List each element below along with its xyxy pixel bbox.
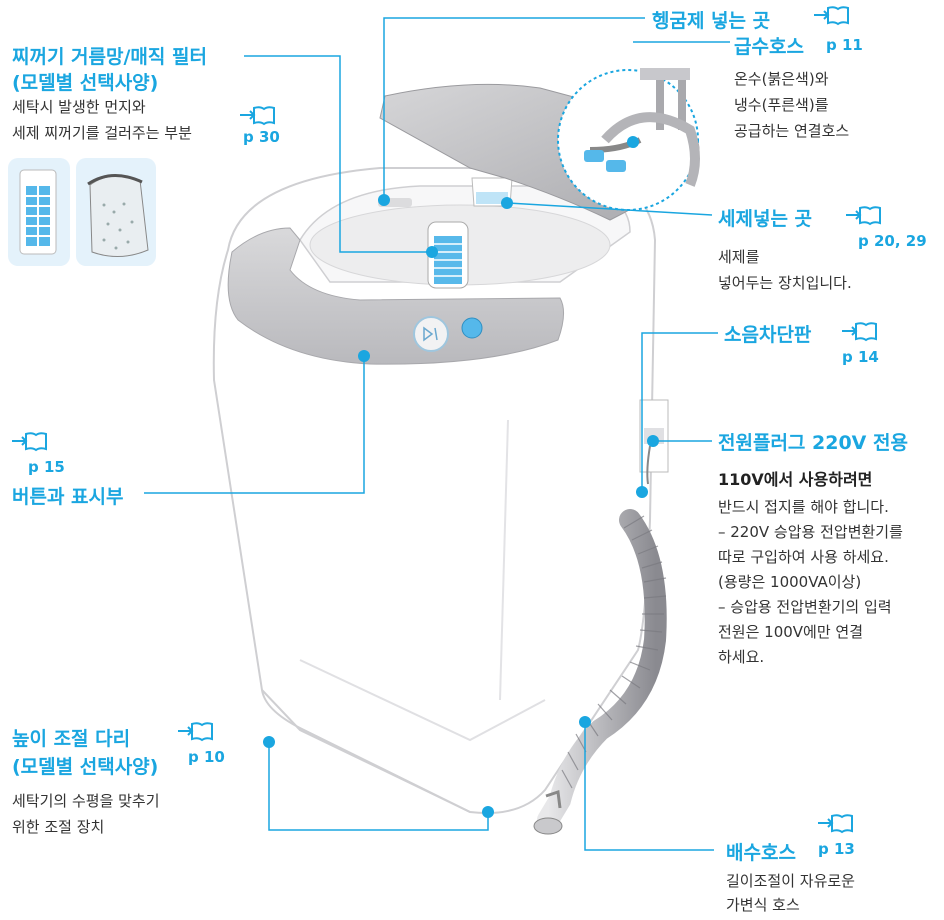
plug-subtitle: 110V에서 사용하려면 xyxy=(718,470,873,489)
plug-note-line: (용량은 1000VA이상) xyxy=(718,573,862,591)
plug-note-line: 하세요. xyxy=(718,648,765,666)
water-hose-title: 급수호스 xyxy=(734,36,804,58)
start-pause-button[interactable] xyxy=(413,316,449,352)
detergent-page-ref[interactable]: p 20, 29 xyxy=(858,232,927,250)
book-reference-icon xyxy=(12,6,881,834)
water-hose-desc-2: 냉수(푸른색)를 xyxy=(734,96,829,114)
noise-plate-title: 소음차단판 xyxy=(724,324,812,346)
legs-desc-2: 위한 조절 장치 xyxy=(12,818,105,836)
plug-note-line: – 승압용 전압변환기의 입력 xyxy=(718,598,892,616)
legs-desc-1: 세탁기의 수평을 맞추기 xyxy=(12,792,160,810)
noise-plate-page-ref[interactable]: p 14 xyxy=(842,348,879,366)
water-hose-desc-3: 공급하는 연결호스 xyxy=(734,122,850,140)
detergent-desc-2: 넣어두는 장치입니다. xyxy=(718,274,852,292)
filter-page-ref[interactable]: p 30 xyxy=(243,128,280,146)
filter-desc-2: 세제 찌꺼기를 걸러주는 부분 xyxy=(12,124,192,142)
tub-opening xyxy=(299,177,631,289)
rinse-aid-title: 헹굼제 넣는 곳 xyxy=(652,10,771,32)
drain-hose-page-ref[interactable]: p 13 xyxy=(818,840,855,858)
buttons-title: 버튼과 표시부 xyxy=(12,486,124,508)
plug-title: 전원플러그 220V 전용 xyxy=(718,432,908,454)
callout-dots xyxy=(263,136,659,818)
drain-hose xyxy=(537,509,667,831)
plug-note-line: – 220V 승압용 전압변환기를 xyxy=(718,523,903,541)
legs-page-ref[interactable]: p 10 xyxy=(188,748,225,766)
power-button[interactable] xyxy=(461,317,483,339)
buttons-page-ref[interactable]: p 15 xyxy=(28,458,65,476)
legs-title: 높이 조절 다리 xyxy=(12,728,131,750)
filter-subtitle: (모델별 선택사양) xyxy=(12,72,159,94)
water-hose-desc-1: 온수(붉은색)와 xyxy=(734,70,829,88)
drain-hose-title: 배수호스 xyxy=(726,842,796,864)
filter-desc-1: 세탁시 발생한 먼지와 xyxy=(12,98,146,116)
plug-note-line: 전원은 100V에만 연결 xyxy=(718,623,864,641)
detergent-title: 세제넣는 곳 xyxy=(718,208,813,230)
water-hose-page-ref[interactable]: p 11 xyxy=(826,36,863,54)
legs-subtitle: (모델별 선택사양) xyxy=(12,756,159,778)
plug-note-line: 따로 구입하여 사용 하세요. xyxy=(718,548,889,566)
drain-hose-desc-1: 길이조절이 자유로운 xyxy=(726,872,855,890)
plug-note-line: 반드시 접지를 해야 합니다. xyxy=(718,498,889,516)
filter-thumbnails xyxy=(8,158,156,266)
detergent-desc-1: 세제를 xyxy=(718,248,760,266)
leader-lines xyxy=(144,17,730,851)
drain-hose-desc-2: 가변식 호스 xyxy=(726,896,800,914)
filter-title: 찌꺼기 거름망/매직 필터 xyxy=(12,46,207,68)
